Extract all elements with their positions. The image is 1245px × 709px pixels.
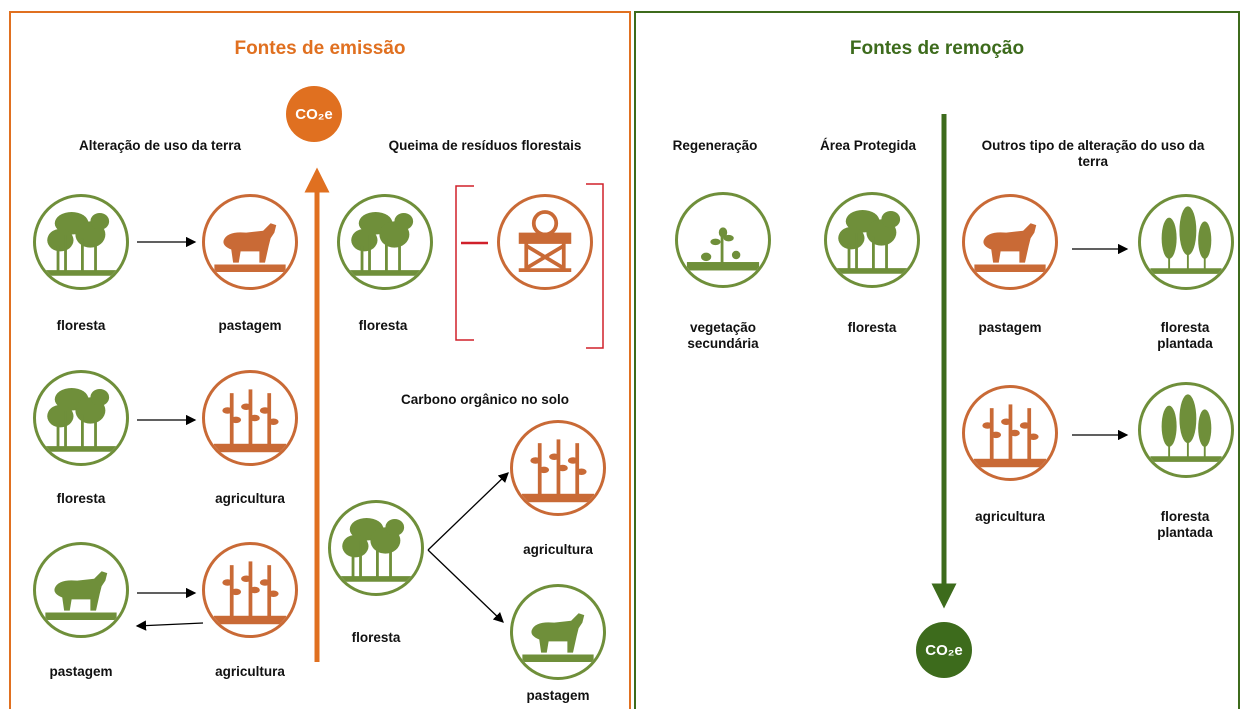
secondary-vegetation-icon	[675, 192, 771, 288]
removal-row2-from-label: agricultura	[975, 509, 1045, 524]
emission-title: Fontes de emissão	[234, 38, 406, 59]
crops-icon	[962, 385, 1058, 481]
removal-panel	[634, 11, 1240, 709]
row3-from-label: pastagem	[49, 664, 113, 679]
cattle-icon	[510, 584, 606, 680]
removal-title: Fontes de remoção	[849, 38, 1025, 59]
emission-panel	[9, 11, 631, 709]
forest-icon	[337, 194, 433, 290]
soil-heading: Carbono orgânico no solo	[401, 392, 569, 407]
row2-to-label: agricultura	[215, 491, 285, 506]
planted-forest-icon	[1138, 382, 1234, 478]
planted-forest-icon	[1138, 194, 1234, 290]
protected-area-heading: Área Protegida	[819, 138, 917, 153]
cattle-icon	[33, 542, 129, 638]
emission-co2-badge: CO₂e	[286, 86, 342, 142]
forest-icon	[33, 370, 129, 466]
forest-icon	[824, 192, 920, 288]
crops-icon	[202, 370, 298, 466]
cattle-icon	[962, 194, 1058, 290]
cattle-icon	[202, 194, 298, 290]
forest-icon	[328, 500, 424, 596]
regeneration-label: vegetação secundária	[687, 320, 759, 351]
burning-heading: Queima de resíduos florestais	[388, 138, 582, 153]
other-land-use-heading: Outros tipo de alteração do uso da terra	[981, 138, 1205, 169]
burning-forest-label: floresta	[358, 318, 408, 333]
row3-to-label: agricultura	[215, 664, 285, 679]
removal-row1-from-label: pastagem	[978, 320, 1042, 335]
row1-from-label: floresta	[56, 318, 106, 333]
removal-row1-to-label: floresta plantada	[1157, 320, 1213, 351]
crops-icon	[510, 420, 606, 516]
regeneration-heading: Regeneração	[672, 138, 758, 153]
soil-pasture-label: pastagem	[526, 688, 590, 703]
removal-co2-badge: CO₂e	[916, 622, 972, 678]
row1-to-label: pastagem	[218, 318, 282, 333]
protected-forest-label: floresta	[847, 320, 897, 335]
row2-from-label: floresta	[56, 491, 106, 506]
sawmill-icon	[497, 194, 593, 290]
forest-icon	[33, 194, 129, 290]
land-use-heading: Alteração de uso da terra	[78, 138, 242, 153]
removal-row2-to-label: floresta plantada	[1157, 509, 1213, 540]
soil-agriculture-label: agricultura	[523, 542, 593, 557]
soil-forest-label: floresta	[351, 630, 401, 645]
crops-icon	[202, 542, 298, 638]
